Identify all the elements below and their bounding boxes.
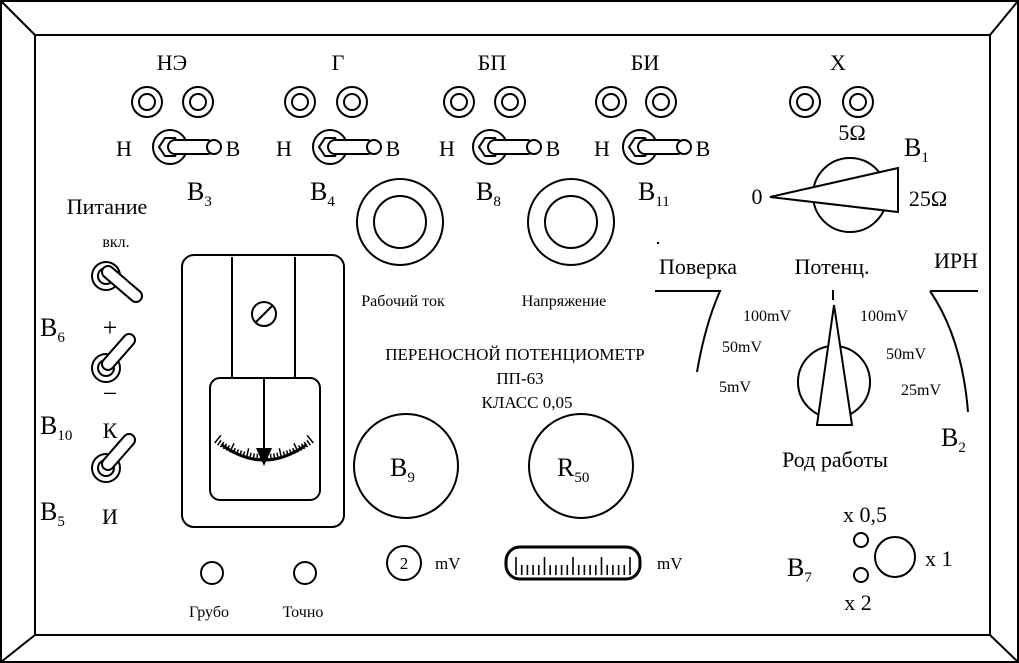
switch-k-label: К — [103, 418, 118, 443]
polarity-toggle[interactable] — [91, 333, 136, 383]
terminal-socket[interactable] — [645, 86, 677, 118]
terminal-label-bp: БП — [478, 50, 507, 75]
mode-potent-label: Потенц. — [794, 254, 869, 279]
terminal-label-x: X — [830, 50, 846, 75]
terminal-socket[interactable] — [284, 86, 316, 118]
toggle-b11-right: В — [696, 136, 711, 161]
power-toggle[interactable] — [91, 261, 143, 303]
mode-left-5mv: 5mV — [719, 379, 751, 396]
coarse-label: Грубо — [189, 604, 229, 621]
fine-button[interactable] — [293, 561, 317, 585]
terminal-socket[interactable] — [131, 86, 163, 118]
terminal-socket[interactable] — [336, 86, 368, 118]
mode-right-50mv: 50mV — [886, 346, 926, 363]
terminal-socket[interactable] — [842, 86, 874, 118]
device-title: ПЕРЕНОСНОЙ ПОТЕНЦИОМЕТР — [385, 345, 644, 364]
device-class: КЛАСС 0,05 — [482, 393, 573, 412]
toggle-b3-left: Н — [116, 136, 132, 161]
terminal-socket[interactable] — [494, 86, 526, 118]
toggle-b3[interactable] — [152, 129, 222, 165]
toggle-b8-left: Н — [439, 136, 455, 161]
power-on-label: вкл. — [102, 234, 129, 251]
mv-unit-2: mV — [657, 554, 683, 573]
polarity-plus: + — [103, 313, 118, 342]
power-title: Питание — [67, 194, 148, 219]
polarity-minus: − — [103, 379, 118, 408]
mv-vernier-scale[interactable] — [504, 545, 642, 581]
toggle-b4-left: Н — [276, 136, 292, 161]
working-current-knob[interactable] — [356, 178, 444, 266]
voltage-label: Напряжение — [522, 293, 607, 310]
b1-range-switch[interactable] — [769, 157, 899, 233]
terminal-label-bi: БИ — [631, 50, 660, 75]
switch-i-label: И — [102, 504, 118, 529]
working-current-label: Рабочий ток — [361, 293, 445, 310]
designator-b11: В11 — [638, 177, 670, 210]
designator-b9: В9 — [390, 453, 415, 486]
terminal-pair-bp[interactable] — [443, 86, 526, 118]
toggle-b11-left: Н — [594, 136, 610, 161]
terminal-pair-ne[interactable] — [131, 86, 214, 118]
designator-b3: В3 — [187, 177, 212, 210]
mv-dial-value: 2 — [400, 554, 409, 573]
zero-adjust-screw[interactable] — [251, 301, 277, 327]
designator-b7: В7 — [787, 553, 812, 586]
toggle-b4-right: В — [386, 136, 401, 161]
toggle-b11[interactable] — [622, 129, 692, 165]
terminal-socket[interactable] — [595, 86, 627, 118]
b7-x1-label: x 1 — [925, 546, 953, 571]
galvanometer — [181, 254, 345, 528]
mode-irn-label: ИРН — [934, 248, 978, 273]
r50-knob[interactable] — [528, 413, 634, 519]
mode-left-100mv: 100mV — [743, 308, 791, 325]
mv-unit-1: mV — [435, 554, 461, 573]
designator-b8: В8 — [476, 177, 501, 210]
mode-left-50mv: 50mV — [722, 339, 762, 356]
device-model: ПП-63 — [496, 369, 543, 388]
coarse-button[interactable] — [200, 561, 224, 585]
b1-label-0: 0 — [752, 184, 763, 209]
designator-b2: В2 — [941, 423, 966, 456]
toggle-b3-right: В — [226, 136, 241, 161]
b7-x2-label: x 2 — [844, 590, 872, 615]
terminal-socket[interactable] — [443, 86, 475, 118]
designator-b1: В1 — [904, 133, 929, 166]
terminal-socket[interactable] — [789, 86, 821, 118]
designator-b6: В6 — [40, 313, 65, 346]
b7-knob[interactable] — [874, 536, 916, 578]
voltage-knob[interactable] — [527, 178, 615, 266]
mode-right-100mv: 100mV — [860, 308, 908, 325]
b7-socket-x2[interactable] — [853, 567, 869, 583]
b9-switch[interactable] — [353, 413, 459, 519]
mode-caption: Род работы — [782, 447, 888, 472]
toggle-b4[interactable] — [312, 129, 382, 165]
designator-b10: В10 — [40, 411, 72, 444]
terminal-label-ne: НЭ — [157, 50, 187, 75]
b1-label-25ohm: 25Ω — [909, 186, 947, 211]
b7-x05-label: x 0,5 — [843, 502, 887, 527]
terminal-pair-bi[interactable] — [595, 86, 677, 118]
b1-label-5ohm: 5Ω — [838, 120, 865, 145]
b7-socket-x05[interactable] — [853, 532, 869, 548]
mode-selector-knob[interactable] — [797, 304, 871, 426]
terminal-pair-x[interactable] — [789, 86, 874, 118]
designator-r50: R50 — [557, 453, 589, 486]
designator-b5: В5 — [40, 497, 65, 530]
terminal-pair-g[interactable] — [284, 86, 368, 118]
mode-verify-label: Поверка — [659, 254, 737, 279]
mv-dial[interactable] — [386, 545, 422, 581]
terminal-socket[interactable] — [182, 86, 214, 118]
terminal-label-g: Г — [332, 50, 345, 75]
mode-right-25mv: 25mV — [901, 382, 941, 399]
fine-label: Точно — [283, 604, 324, 621]
ki-toggle[interactable] — [91, 433, 136, 483]
designator-b4: В4 — [310, 177, 335, 210]
toggle-b8-right: В — [546, 136, 561, 161]
toggle-b8[interactable] — [472, 129, 542, 165]
